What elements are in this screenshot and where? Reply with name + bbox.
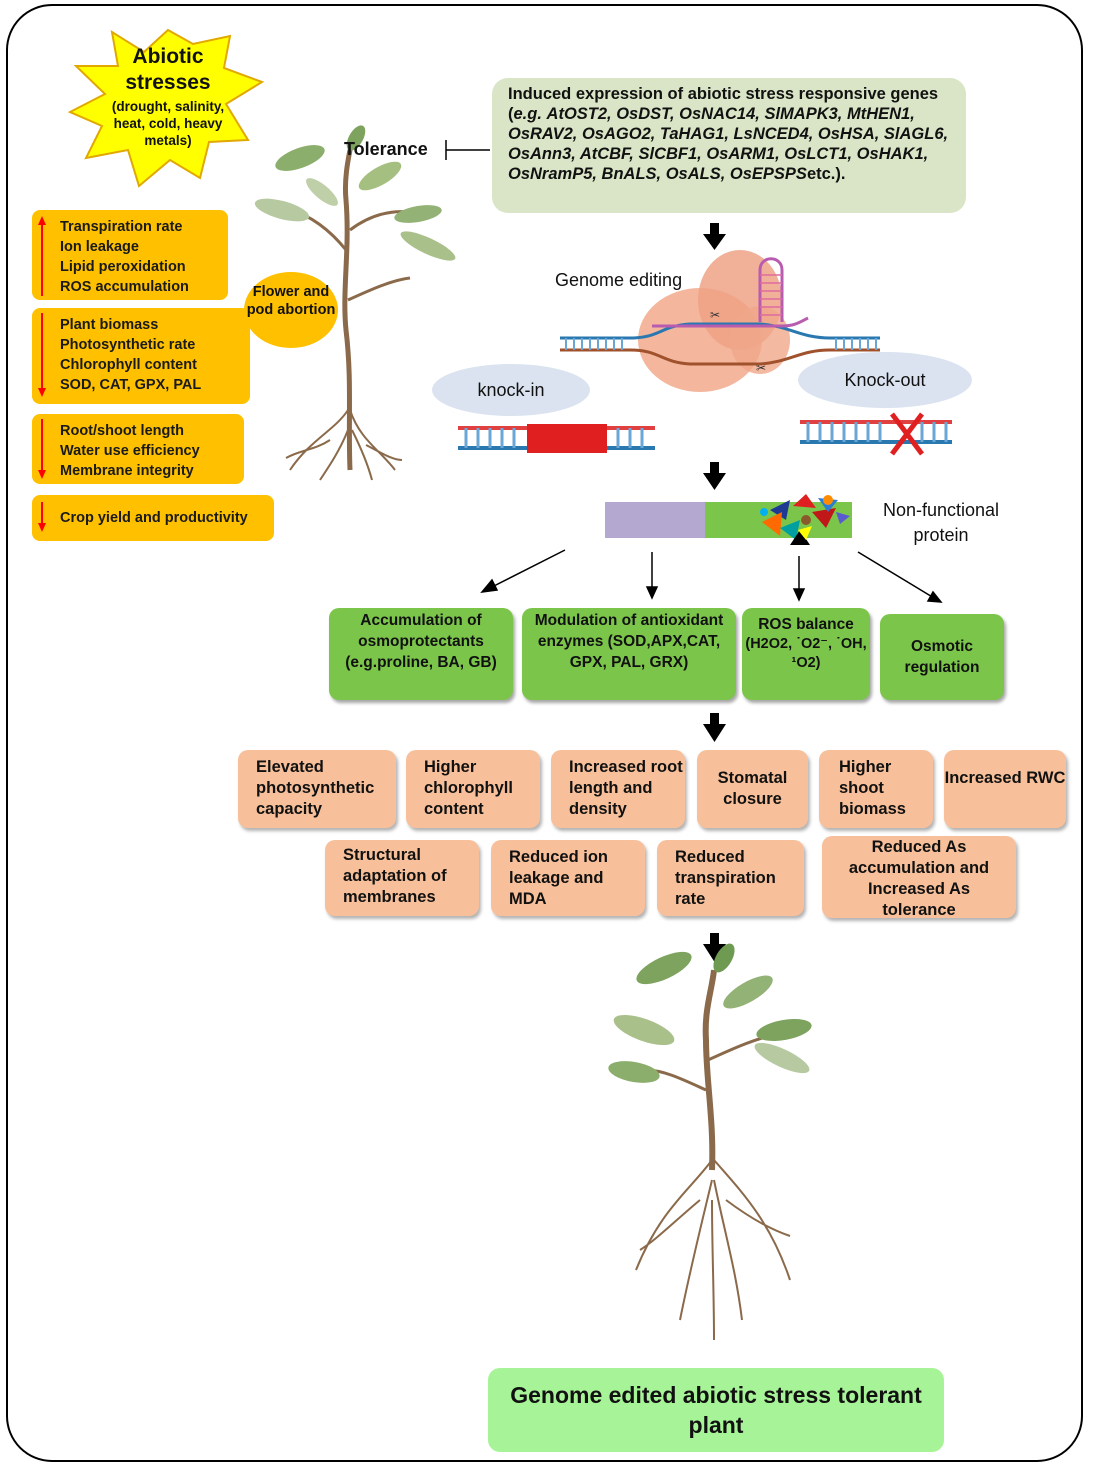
outcome-text: Reduced As accumulation and Increased As… — [848, 838, 990, 919]
outcome-shoot-biomass: Higher shoot biomass — [819, 750, 933, 828]
svg-text:✂: ✂ — [710, 308, 720, 322]
mechanism-ros-balance: ROS balance (H2O2, ˙O2⁻, ˙OH, ¹O2) — [742, 608, 870, 700]
effect-item: ROS accumulation — [60, 279, 189, 295]
mechanism-text: Modulation of antioxidant enzymes (SOD,A… — [534, 612, 724, 671]
mechanism-antioxidant-enzymes: Modulation of antioxidant enzymes (SOD,A… — [522, 608, 736, 700]
mechanism-arrows — [480, 549, 943, 603]
effect-item: Crop yield and productivity — [60, 510, 248, 526]
tolerance-label: Tolerance — [344, 139, 428, 159]
nonfunctional-protein-label: Non-functional protein — [882, 500, 1000, 545]
decreased-effects-box-2: Root/shoot length Water use efficiency M… — [32, 414, 244, 484]
knock-in-dna-illustration — [458, 424, 655, 453]
outcome-increased-rwc: Increased RWC — [944, 750, 1066, 828]
mechanism-osmoprotectants: Accumulation of osmoprotectants (e.g.pro… — [329, 608, 513, 700]
outcome-text: Increased RWC — [944, 769, 1066, 787]
genes-list: AtOST2, OsDST, OsNAC14, SlMAPK3, MtHEN1,… — [508, 105, 949, 183]
responsive-genes-box: Induced expression of abiotic stress res… — [492, 78, 966, 213]
down-arrow-icon — [38, 419, 46, 479]
mechanism-text: ROS balance — [758, 616, 854, 633]
effect-item: Lipid peroxidation — [60, 259, 186, 275]
down-arrow-icon — [38, 313, 46, 397]
outcome-text: Elevated photosynthetic capacity — [256, 758, 375, 818]
outcome-as-tolerance: Reduced As accumulation and Increased As… — [822, 836, 1016, 919]
tolerant-plant-illustration — [608, 943, 812, 1341]
mechanism-text: Accumulation of osmoprotectants (e.g.pro… — [345, 612, 497, 671]
final-outcome-box: Genome edited abiotic stress tolerant pl… — [488, 1368, 944, 1452]
svg-text:✂: ✂ — [756, 361, 766, 375]
down-arrow-icon — [38, 502, 46, 532]
outcome-root-length: Increased root length and density — [551, 750, 685, 828]
flow-arrows — [703, 223, 726, 962]
genes-tail: etc.). — [806, 165, 846, 183]
decreased-effects-box-3: Crop yield and productivity — [32, 495, 274, 541]
effect-item: Plant biomass — [60, 317, 159, 333]
increased-effects-box: Transpiration rate Ion leakage Lipid per… — [32, 210, 228, 300]
ros-species-text: (H2O2, ˙O2⁻, ˙OH, ¹O2) — [745, 636, 867, 671]
stressed-plant-illustration — [254, 125, 456, 481]
knock-out-label: Knock-out — [798, 352, 972, 408]
outcome-text: Structural adaptation of membranes — [343, 846, 447, 906]
effect-item: SOD, CAT, GPX, PAL — [60, 377, 202, 393]
effect-item: Photosynthetic rate — [60, 337, 196, 353]
outcome-chlorophyll-content: Higher chlorophyll content — [406, 750, 540, 828]
outcome-stomatal-closure: Stomatal closure — [697, 750, 808, 828]
effect-item: Transpiration rate — [60, 219, 183, 235]
mechanism-text: Osmotic regulation — [904, 638, 980, 676]
mechanism-osmotic-regulation: Osmotic regulation — [880, 614, 1004, 700]
nonfunctional-protein-illustration — [605, 494, 852, 545]
knock-in-label: knock-in — [432, 364, 590, 416]
outcome-ion-leakage: Reduced ion leakage and MDA — [491, 840, 645, 916]
outcome-text: Stomatal closure — [717, 769, 788, 808]
effect-item: Water use efficiency — [60, 443, 200, 459]
effect-item: Chlorophyll content — [60, 357, 197, 373]
effect-item: Membrane integrity — [60, 463, 194, 479]
figure-frame — [6, 4, 1083, 1462]
effect-item: Ion leakage — [60, 239, 139, 255]
outcome-transpiration-rate: Reduced transpiration rate — [657, 840, 804, 916]
outcome-membrane-adaptation: Structural adaptation of membranes — [325, 840, 479, 916]
outcome-text: Higher shoot biomass — [839, 758, 906, 818]
outcome-photosynthetic-capacity: Elevated photosynthetic capacity — [238, 750, 396, 828]
cas9-complex-illustration: ✂ ✂ — [560, 250, 880, 392]
flower-pod-abortion-label: Flower and pod abortion — [244, 272, 338, 348]
stress-star-shape — [67, 28, 265, 188]
stress-star-title: Abiotic stresses — [125, 45, 211, 94]
knock-out-dna-illustration — [800, 412, 952, 456]
outcome-text: Increased root length and density — [569, 758, 683, 818]
outcome-text: Reduced ion leakage and MDA — [509, 848, 609, 908]
decreased-effects-box-1: Plant biomass Photosynthetic rate Chloro… — [32, 308, 250, 404]
outcome-text: Higher chlorophyll content — [424, 758, 513, 818]
genome-editing-label: Genome editing — [555, 270, 683, 290]
effect-item: Root/shoot length — [60, 423, 185, 439]
genes-eg: e.g. — [513, 105, 542, 123]
up-arrow-icon — [38, 216, 46, 296]
stress-star-subtitle: (drought, salinity, heat, cold, heavy me… — [111, 99, 225, 148]
genes-intro: Induced expression of abiotic stress res… — [508, 85, 939, 123]
outcome-text: Reduced transpiration rate — [675, 848, 776, 908]
